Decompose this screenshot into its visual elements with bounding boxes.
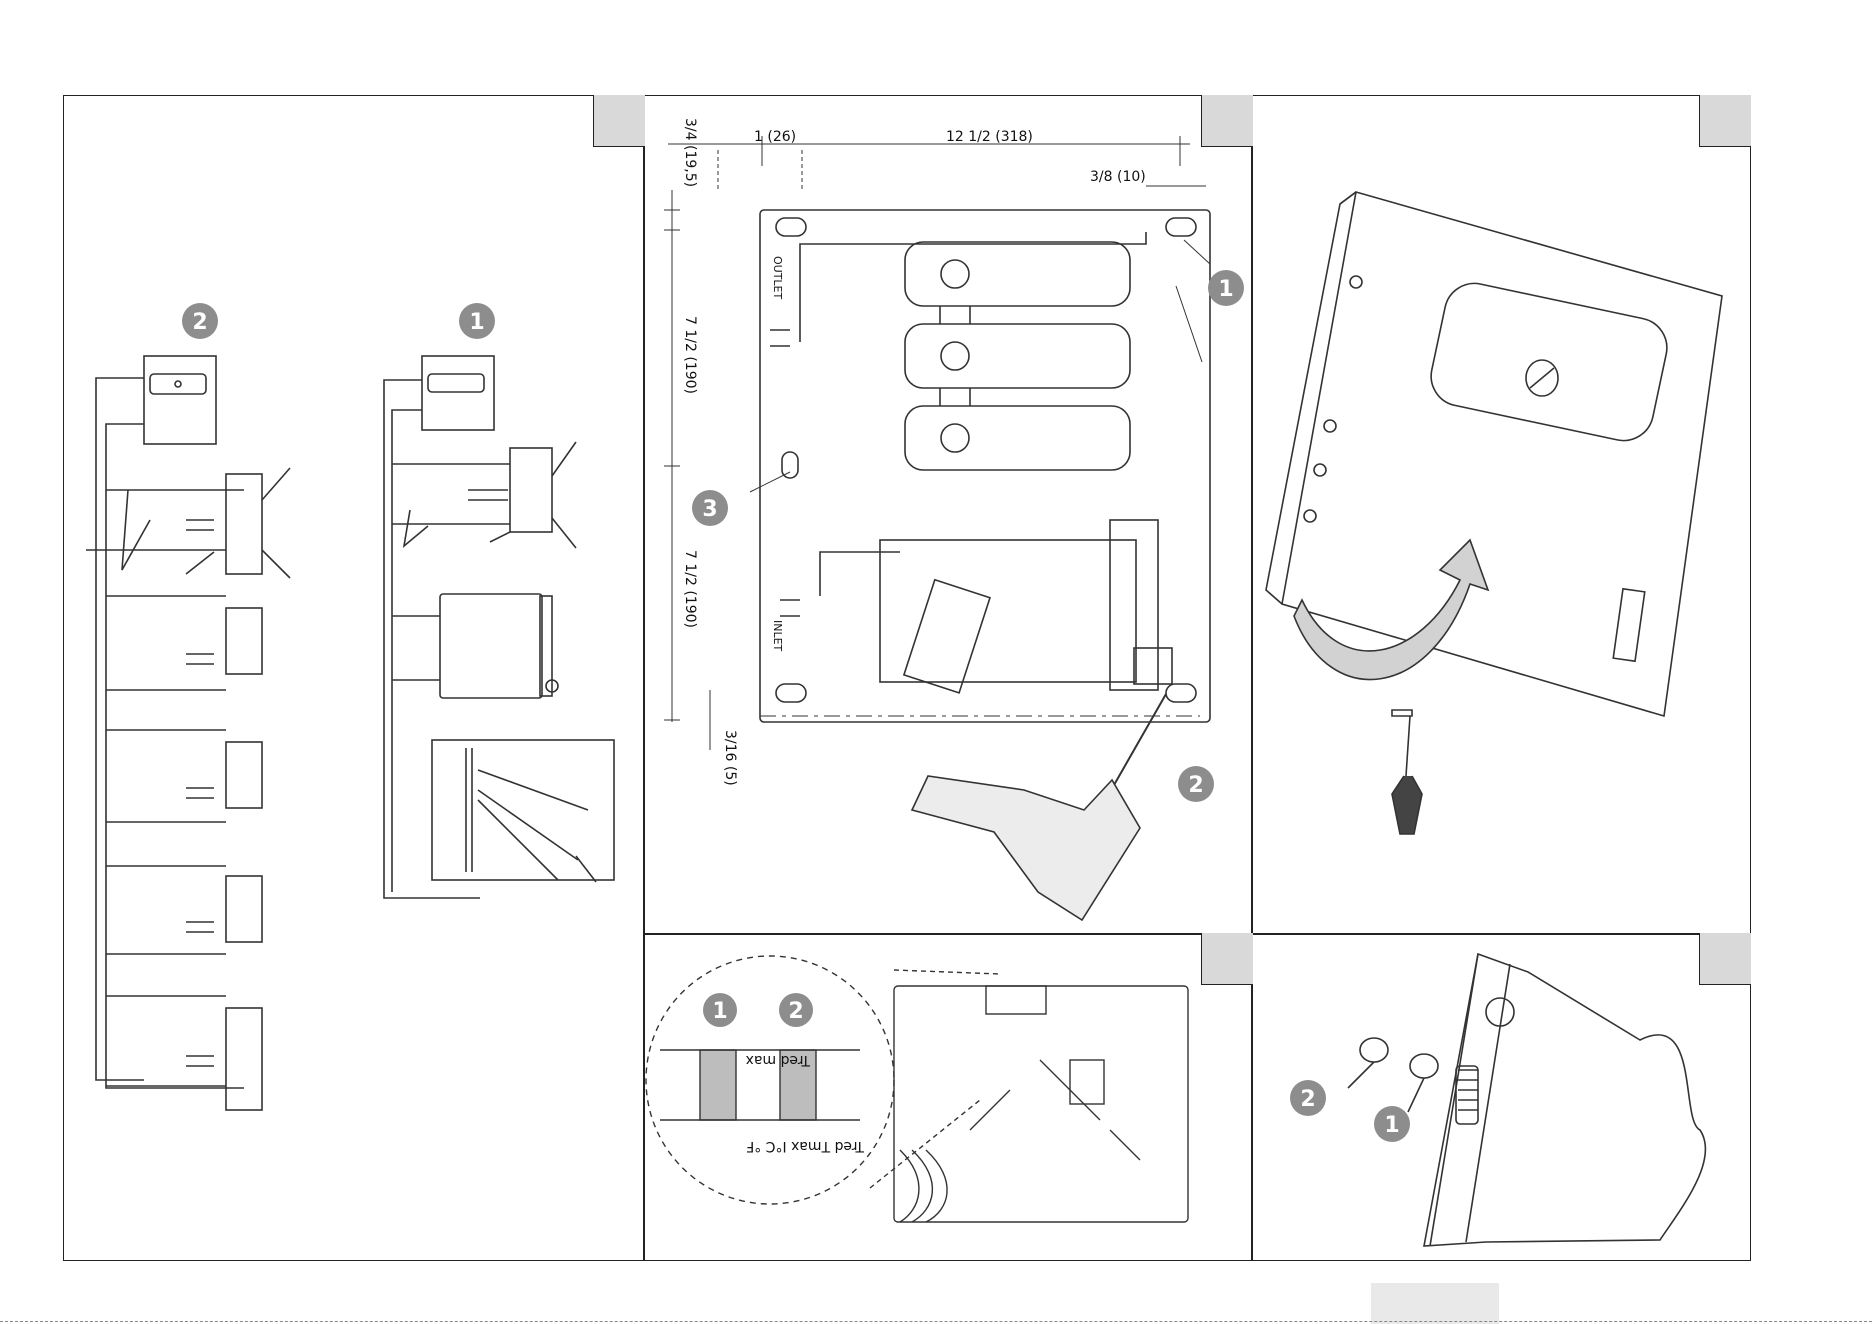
heater-element-2 [905,324,1130,388]
filter-screen [1410,1054,1438,1078]
screwdriver [912,776,1140,920]
control-board [880,540,1136,682]
callout-number: 3 [702,497,717,522]
panel-5-diagram [1348,954,1705,1246]
callout-number: 2 [1300,1087,1315,1112]
panel-1-diagram [86,356,614,1110]
zoom-circle [646,956,894,1204]
callout-number: 2 [1188,773,1203,798]
faucet-group-a [186,468,290,1110]
callout-number: 1 [1384,1113,1399,1138]
callout-number: 2 [192,310,207,335]
dim-height-lower: 7 1/2 (190) [682,550,698,628]
callout-number: 1 [712,999,727,1024]
inlet-washer [1360,1038,1388,1062]
dip-label-bottom: Tred Tmax I°C °F [746,1138,865,1154]
callout-number: 1 [469,310,484,335]
storage-tank [440,594,542,698]
heater-element-1 [905,242,1130,306]
heater-unit-b [422,356,494,430]
label-outlet: OUTLET [771,256,784,300]
label-inlet: INLET [771,620,784,652]
dim-bottom-offset: 3/16 (5) [722,730,738,786]
callout-number: 2 [788,999,803,1024]
panel-2-text: 1 (26) 12 1/2 (318) 3/8 (10) 3/4 (19,5) … [682,118,1244,802]
dim-right-gap: 3/8 (10) [1090,169,1146,185]
dim-width-left: 1 (26) [754,129,796,145]
circuit-board [894,986,1188,1222]
dim-width-span: 12 1/2 (318) [946,129,1033,145]
faucet-b [510,448,552,532]
callout-number: 1 [1218,277,1233,302]
panel-2-diagram [664,136,1210,920]
heater-element-3 [905,406,1130,470]
screwdriver-small [1392,716,1422,834]
panel-3-diagram [1266,192,1722,834]
dip-label-top: Tred max [746,1052,811,1068]
panel-5-callouts: 2 1 [1290,1080,1410,1142]
unit-outline [760,210,1210,722]
heater-cover [1282,192,1722,716]
dim-top-offset: 3/4 (19,5) [682,118,698,187]
panel-1-callouts: 2 1 [182,303,495,339]
dim-height-upper: 7 1/2 (190) [682,316,698,394]
heater-unit-a [144,356,216,444]
